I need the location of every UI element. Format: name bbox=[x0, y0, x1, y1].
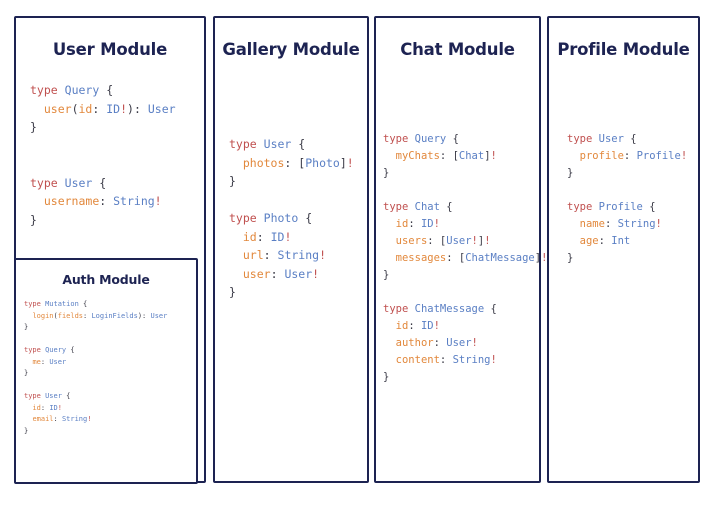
code-line: type User { bbox=[567, 133, 637, 145]
code-block-gallery: type User { photos: [Photo]!} type Photo… bbox=[229, 135, 367, 302]
code-line: } bbox=[383, 269, 390, 281]
module-title-auth: Auth Module bbox=[62, 272, 150, 287]
code-line: content: String! bbox=[395, 354, 497, 366]
code-line: type Photo { bbox=[229, 211, 313, 225]
code-line: type Query { bbox=[383, 133, 459, 145]
code-line: id: ID! bbox=[395, 320, 440, 332]
module-card-user[interactable]: User Module type Query { user(id: ID!): … bbox=[14, 16, 206, 484]
code-line: type Mutation { bbox=[24, 300, 88, 308]
code-line: } bbox=[229, 174, 236, 188]
code-line: id: ID! bbox=[395, 218, 440, 230]
code-line: login(fields: LoginFields): User bbox=[32, 311, 168, 320]
code-line: me: User bbox=[32, 357, 67, 366]
code-line: myChats: [Chat]! bbox=[395, 150, 497, 162]
module-title-profile: Profile Module bbox=[557, 40, 690, 59]
code-line: messages: [ChatMessage]! bbox=[395, 252, 548, 264]
code-block-chat: type Query { myChats: [Chat]!} type Chat… bbox=[383, 131, 548, 386]
code-line bbox=[383, 284, 539, 301]
code-line: author: User! bbox=[395, 337, 478, 349]
code-line: name: String! bbox=[579, 218, 662, 230]
code-line bbox=[30, 137, 204, 156]
code-line: id: ID! bbox=[242, 229, 292, 244]
code-line: photos: [Photo]! bbox=[242, 155, 354, 170]
code-line: type User { bbox=[24, 392, 71, 400]
module-title-chat: Chat Module bbox=[400, 40, 515, 59]
module-title-user: User Module bbox=[52, 40, 168, 59]
code-line: user: User! bbox=[242, 266, 320, 281]
code-line: url: String! bbox=[242, 248, 326, 262]
code-line: type Query { bbox=[30, 83, 114, 97]
module-card-auth[interactable]: Auth Module type Mutation { login(fields… bbox=[14, 258, 198, 484]
code-line: } bbox=[567, 167, 574, 179]
code-line: } bbox=[567, 252, 574, 264]
code-line: type Query { bbox=[24, 346, 75, 354]
module-card-gallery[interactable]: Gallery Module type User { photos: [Phot… bbox=[213, 16, 369, 483]
code-line: user(id: ID!): User bbox=[43, 101, 176, 116]
code-line: email: String! bbox=[32, 415, 92, 423]
code-line: } bbox=[383, 167, 390, 179]
code-line: username: String! bbox=[43, 194, 162, 208]
code-line: age: Int bbox=[579, 235, 631, 247]
code-line: type Chat { bbox=[383, 201, 453, 213]
code-line: } bbox=[30, 120, 37, 134]
code-line: } bbox=[30, 212, 37, 227]
code-line bbox=[24, 334, 196, 346]
code-line: type Profile { bbox=[567, 201, 656, 213]
module-card-profile[interactable]: Profile Module type User { profile: Prof… bbox=[547, 16, 700, 483]
code-line: type User { bbox=[30, 175, 107, 190]
code-line bbox=[24, 380, 196, 392]
code-block-user: type Query { user(id: ID!): User} type U… bbox=[30, 81, 204, 229]
code-line: } bbox=[24, 323, 29, 331]
code-line: type ChatMessage { bbox=[383, 303, 497, 315]
code-line: } bbox=[383, 371, 390, 383]
code-line: type User { bbox=[229, 137, 306, 151]
code-line bbox=[30, 155, 204, 174]
module-title-gallery: Gallery Module bbox=[222, 40, 360, 59]
code-line: users: [User!]! bbox=[395, 235, 491, 247]
module-card-chat[interactable]: Chat Module type Query { myChats: [Chat]… bbox=[374, 16, 548, 483]
code-block-auth: type Mutation { login(fields: LoginField… bbox=[24, 299, 196, 437]
code-block-profile: type User { profile: Profile!} type Prof… bbox=[567, 131, 698, 267]
code-line: } bbox=[229, 285, 236, 299]
code-line bbox=[567, 182, 698, 199]
code-line: id: ID! bbox=[32, 403, 62, 412]
code-line: } bbox=[24, 369, 29, 377]
code-line bbox=[229, 191, 367, 210]
code-line: } bbox=[24, 426, 29, 435]
code-line: profile: Profile! bbox=[579, 150, 688, 162]
code-line bbox=[383, 182, 539, 199]
